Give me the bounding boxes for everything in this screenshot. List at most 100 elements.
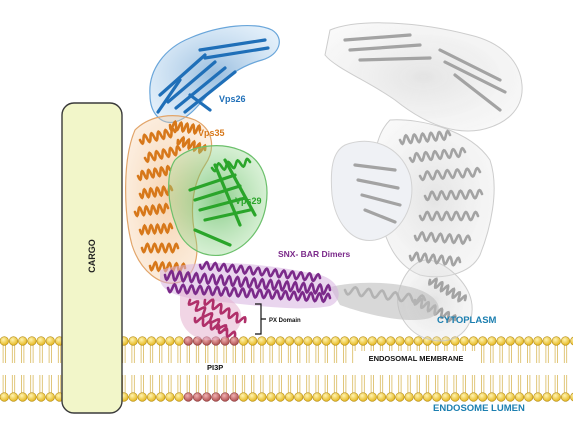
lipid-head xyxy=(45,336,55,346)
lipid-head xyxy=(275,336,285,346)
vps35-alpha-helix xyxy=(168,119,202,136)
lipid-head xyxy=(27,392,37,402)
vps26-beta-strand xyxy=(188,93,212,112)
cargo-label: CARGO xyxy=(87,239,97,273)
snx-bar-alpha-helices xyxy=(163,260,332,304)
lipid-head xyxy=(284,392,295,402)
lipid-head xyxy=(533,336,543,346)
vps26-beta-strand xyxy=(156,78,182,114)
lipid-head xyxy=(146,392,157,402)
cytoplasm-label: CYTOPLASM xyxy=(437,315,497,326)
lipid-head xyxy=(468,336,479,346)
membrane-label-box xyxy=(354,351,479,364)
lipid-head xyxy=(395,392,405,402)
lipid-head xyxy=(165,392,175,402)
ghost-alpha-helix xyxy=(418,166,482,182)
lipid-head xyxy=(524,336,534,346)
lipid-head xyxy=(542,336,552,346)
ghost-beta-strand xyxy=(348,43,422,52)
lipid-head xyxy=(413,392,423,402)
pi3p-lipid-head xyxy=(202,392,212,402)
lipid-head xyxy=(349,336,359,346)
vps35-alpha-helix xyxy=(138,222,174,236)
lipid-head xyxy=(248,392,258,402)
vps29-beta-strands xyxy=(188,157,257,247)
vps35-alpha-helix xyxy=(140,242,180,254)
lipid-head xyxy=(358,392,368,402)
pi3p-lipid-head xyxy=(183,392,193,402)
lipid-head xyxy=(330,392,341,402)
px-domain-label: PX Domain xyxy=(269,318,301,324)
lipid-head xyxy=(478,336,488,346)
lipid-head xyxy=(459,336,469,346)
lipid-head xyxy=(321,336,331,346)
ghost-beta-strand xyxy=(453,73,502,112)
vps26-beta-strand xyxy=(203,46,270,60)
lipid-head xyxy=(570,392,573,402)
lipid-head xyxy=(45,392,55,402)
ghost-alpha-helix xyxy=(423,188,484,202)
ghost-alpha-helix xyxy=(408,146,467,164)
lipid-head xyxy=(257,336,267,346)
lipid-heads-inner xyxy=(0,392,573,402)
lipid-head xyxy=(275,392,285,402)
vps26-beta-strand xyxy=(174,66,227,110)
lipid-head xyxy=(266,336,276,346)
vps35-alpha-helices xyxy=(133,119,207,274)
lipid-head xyxy=(524,392,534,402)
vps35-label: Vps35 xyxy=(198,128,225,138)
lipid-head xyxy=(248,336,258,346)
vps35-alpha-helix xyxy=(136,164,172,182)
lipid-head xyxy=(257,392,267,402)
lipid-head xyxy=(137,392,147,402)
px-domain-helix xyxy=(203,298,247,324)
lipid-head xyxy=(560,392,571,402)
lipid-head xyxy=(367,336,377,346)
lipid-head xyxy=(395,336,405,346)
lipid-head xyxy=(0,336,9,346)
lipid-head xyxy=(174,336,184,346)
lipid-head xyxy=(422,392,433,402)
vps29-beta-strand xyxy=(188,173,237,192)
lipid-head xyxy=(404,392,414,402)
lipid-head xyxy=(514,336,525,346)
ghost-beta-strands xyxy=(343,33,507,224)
ghost-beta-strand xyxy=(353,163,397,172)
lipid-head xyxy=(560,336,571,346)
ghost-retromer-complex xyxy=(324,22,523,342)
lipid-head xyxy=(468,392,479,402)
endosome-lumen-label: ENDOSOME LUMEN xyxy=(433,403,525,414)
ghost-alpha-helix xyxy=(418,210,480,222)
ghost-alpha-helix xyxy=(398,129,452,146)
lipid-head xyxy=(367,392,377,402)
pi3p-lipid-head xyxy=(229,392,239,402)
pi3p-label: PI3P xyxy=(207,363,223,372)
vps26-beta-strand xyxy=(198,38,267,52)
vps29-beta-strand xyxy=(213,163,242,227)
lipid-head xyxy=(18,336,28,346)
lipid-head xyxy=(156,336,166,346)
lipid-head xyxy=(321,392,331,402)
vps26-subunit xyxy=(149,25,280,123)
ghost-beta-strand xyxy=(363,208,397,224)
vps29-label: Vps29 xyxy=(235,196,262,206)
lipid-head xyxy=(36,392,46,402)
lipid-head xyxy=(358,336,368,346)
vps29-beta-strand xyxy=(193,184,242,202)
lipid-head xyxy=(570,336,573,346)
lipid-head xyxy=(8,392,19,402)
lipid-head xyxy=(404,336,414,346)
ghost-alpha-helix xyxy=(408,251,462,267)
lipid-head xyxy=(36,336,46,346)
lipid-head xyxy=(551,336,561,346)
snx-bar-label: SNX- BAR Dimers xyxy=(278,249,351,259)
lipid-head xyxy=(459,392,469,402)
snx-bar-dimer xyxy=(160,260,339,341)
lipid-head xyxy=(487,392,497,402)
lipid-head xyxy=(165,336,175,346)
lipid-head xyxy=(312,336,322,346)
lipid-head xyxy=(386,392,396,402)
vps26-beta-strands xyxy=(156,38,270,114)
snx-bar-alpha-helix xyxy=(166,282,332,304)
